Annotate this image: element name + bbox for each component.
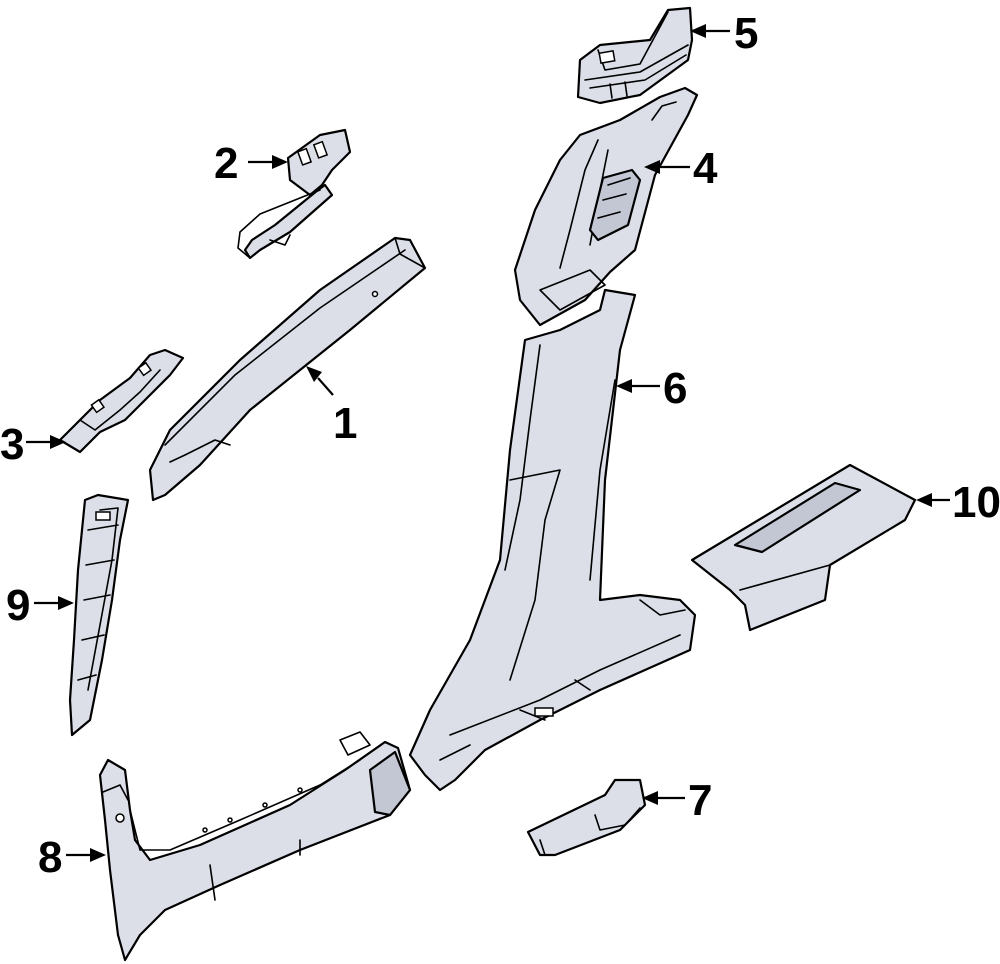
callout-3: 3 [0,420,24,469]
callout-8: 8 [38,833,62,882]
part-2-bracket [237,128,352,260]
callout-5: 5 [734,9,758,58]
part-5-bracket [576,6,694,105]
leader-lines [26,24,950,862]
part-6-b-pillar-lower-trim [408,288,697,792]
part-9-cowl-trim [68,493,130,737]
callout-labels: 1 2 3 4 5 6 7 8 9 10 [0,9,1000,882]
callout-9: 9 [6,581,30,630]
callout-10: 10 [952,478,1000,527]
part-10-sill-plate [690,463,917,632]
part-3-bracket [58,348,185,454]
callout-7: 7 [688,776,712,825]
callout-6: 6 [663,364,687,413]
callout-2: 2 [214,139,238,188]
part-1-a-pillar-trim [148,236,427,502]
callout-1: 1 [333,399,357,448]
part-7-clip [526,778,647,857]
part-4-upper-pillar-trim [513,86,699,327]
part-8-front-sill-trim [98,731,412,962]
callout-4: 4 [693,144,718,193]
